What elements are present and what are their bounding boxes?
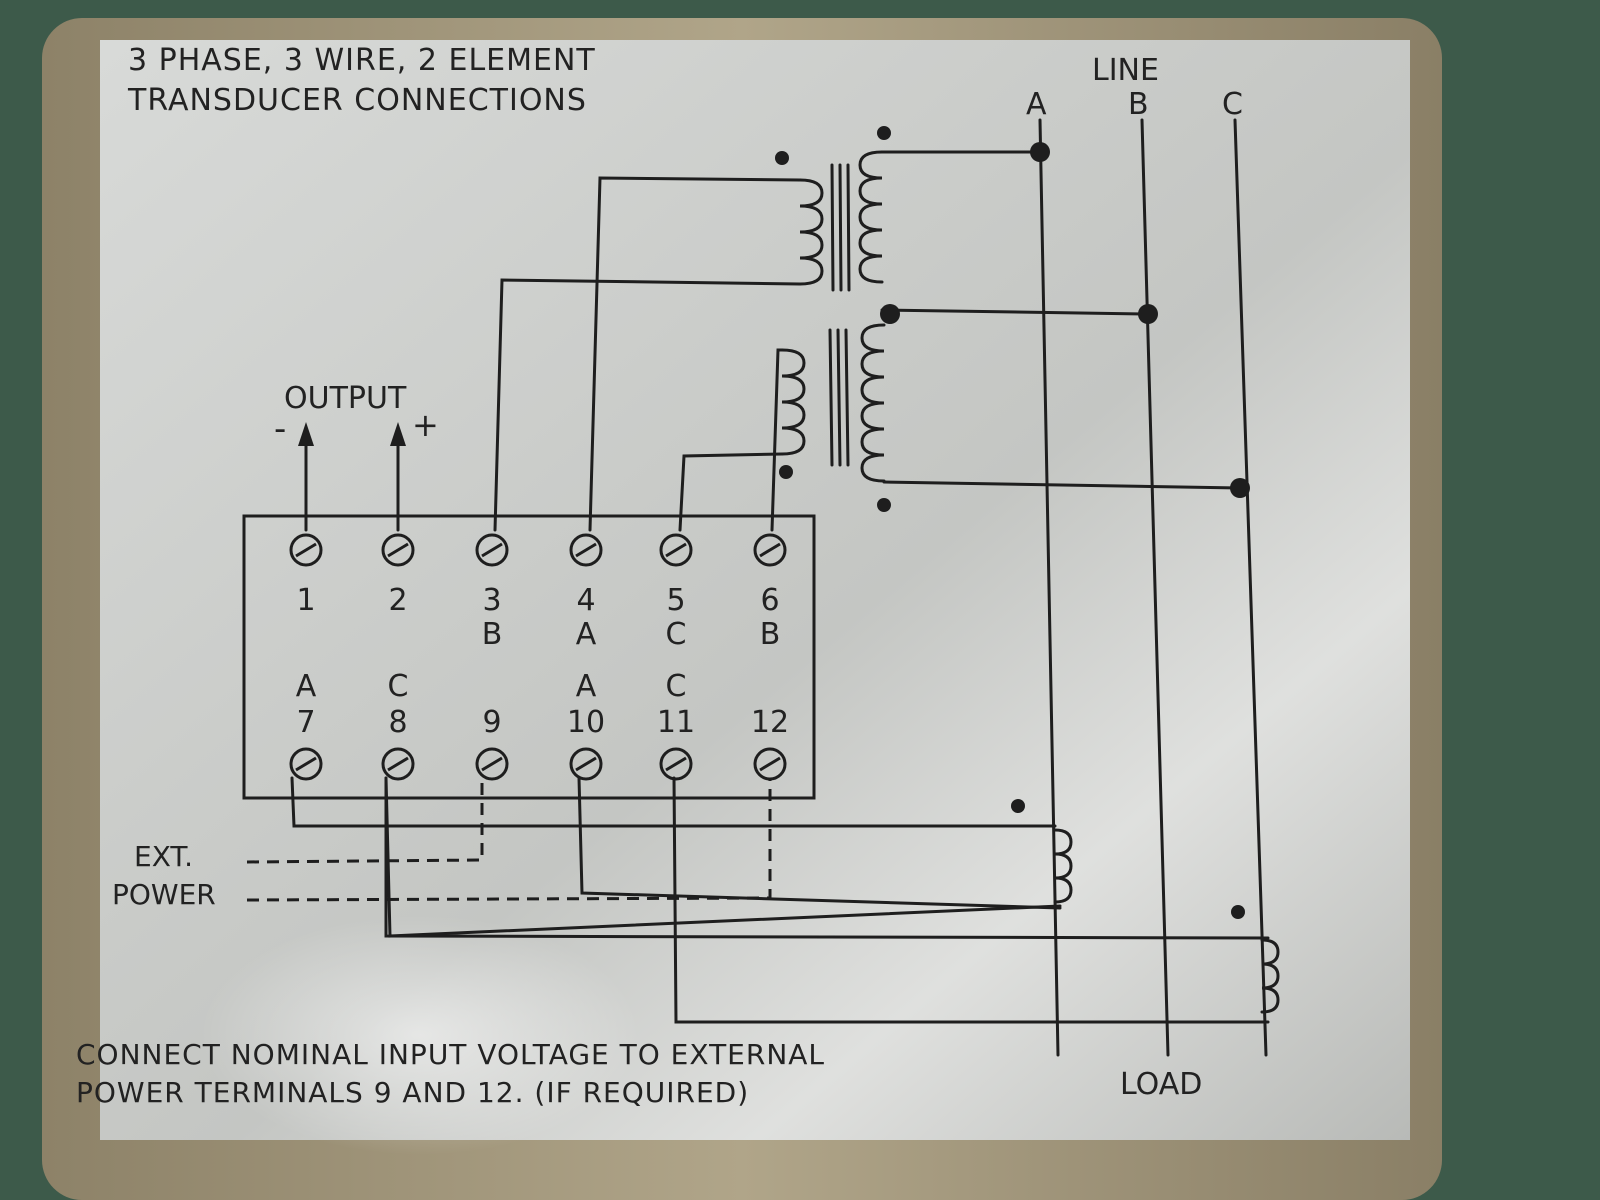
terminal-phase: A	[576, 617, 597, 652]
terminal-number: 9	[482, 705, 501, 740]
terminal-number: 6	[760, 583, 779, 618]
terminal-screw-11	[659, 747, 693, 781]
junction-dot	[1030, 142, 1050, 162]
ext-power-lead-9	[246, 778, 484, 864]
terminal-screw-6	[753, 533, 787, 567]
output-plus-sign: +	[412, 406, 439, 444]
terminal-number: 10	[567, 705, 605, 740]
output-minus-arrow	[298, 422, 314, 446]
lower-potential-transformer	[780, 323, 886, 483]
terminal-screw-12	[753, 747, 787, 781]
terminal-phase: B	[482, 617, 503, 652]
diagram-title-line1: 3 PHASE, 3 WIRE, 2 ELEMENT	[128, 43, 596, 78]
terminal-screw-10	[569, 747, 603, 781]
note-line2: POWER TERMINALS 9 AND 12. (IF REQUIRED)	[76, 1076, 749, 1109]
load-label: LOAD	[1120, 1067, 1202, 1102]
terminal-screw-4	[569, 533, 603, 567]
terminal-number: 2	[388, 583, 407, 618]
upper-potential-transformer	[798, 150, 884, 292]
junction-dot	[1138, 304, 1158, 324]
terminal-phase: B	[760, 617, 781, 652]
terminal-screw-9	[475, 747, 509, 781]
terminal-screw-3	[475, 533, 509, 567]
junction-dot	[1230, 478, 1250, 498]
note-line1: CONNECT NOMINAL INPUT VOLTAGE TO EXTERNA…	[76, 1038, 825, 1071]
phase-c-label: C	[1222, 87, 1243, 122]
terminal-screw-8	[381, 747, 415, 781]
terminal-block	[242, 514, 816, 800]
terminal-screw-1	[289, 533, 323, 567]
terminal-number: 8	[388, 705, 407, 740]
terminal-number: 5	[666, 583, 685, 618]
polarity-dot	[1231, 905, 1245, 919]
terminal-screw-5	[659, 533, 693, 567]
terminal-screw-7	[289, 747, 323, 781]
output-plus-arrow	[390, 422, 406, 446]
polarity-dot	[877, 126, 891, 140]
terminal-phase: A	[296, 669, 317, 704]
terminal-number: 1	[296, 583, 315, 618]
junction-dot	[880, 304, 900, 324]
phase-b-label: B	[1128, 87, 1149, 122]
terminal-number: 7	[296, 705, 315, 740]
ext-power-lead-12	[246, 778, 772, 902]
polarity-dot	[877, 498, 891, 512]
terminal-phase: C	[388, 669, 409, 704]
terminal-phase: C	[666, 669, 687, 704]
line-c-conductor	[1233, 118, 1268, 1057]
ct-phase-c-coil	[1260, 938, 1280, 1014]
phase-a-label: A	[1026, 87, 1047, 122]
polarity-dot	[1011, 799, 1025, 813]
line-label: LINE	[1092, 53, 1159, 88]
line-a-conductor	[1038, 118, 1060, 1057]
terminal-number: 4	[576, 583, 595, 618]
terminal-number: 12	[751, 705, 789, 740]
terminal-phase: A	[576, 669, 597, 704]
output-label: OUTPUT	[284, 381, 407, 416]
output-minus-sign: -	[274, 409, 286, 449]
ext-power-label-line2: POWER	[112, 878, 216, 911]
ext-power-label-line1: EXT.	[134, 840, 193, 873]
terminal-number: 3	[482, 583, 501, 618]
diagram-title-line2: TRANSDUCER CONNECTIONS	[127, 83, 587, 118]
terminal-phase: C	[666, 617, 687, 652]
terminal-number: 11	[657, 705, 695, 740]
line-b-conductor	[1140, 118, 1170, 1057]
ct-phase-a-coil	[1053, 828, 1073, 904]
terminal-screw-2	[381, 533, 415, 567]
polarity-dot	[775, 151, 789, 165]
glare	[200, 915, 640, 1155]
polarity-dot	[779, 465, 793, 479]
